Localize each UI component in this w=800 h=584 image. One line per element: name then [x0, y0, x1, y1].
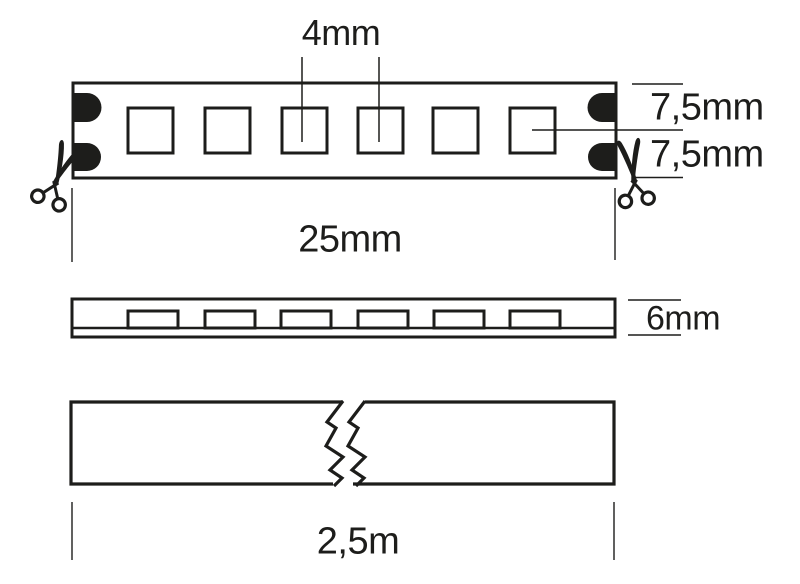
led-side-6 — [508, 309, 562, 330]
led-side-1 — [126, 309, 180, 330]
top-view — [30, 57, 683, 262]
scissors-icon-right — [617, 137, 656, 210]
label-total-length: 2,5m — [316, 520, 400, 563]
side-view — [70, 297, 681, 339]
side-view-strip-outline — [70, 297, 617, 339]
led-chip-5 — [431, 106, 480, 155]
led-chip-4 — [356, 106, 405, 155]
solder-pad-right-bottom — [588, 143, 615, 171]
label-led-spacing: 4mm — [301, 12, 381, 53]
break-zigzag-right — [345, 400, 368, 488]
led-side-2 — [203, 309, 257, 330]
led-chip-3 — [280, 106, 329, 155]
scissors-icon-left — [30, 140, 82, 213]
led-chip-2 — [203, 106, 252, 155]
led-side-3 — [279, 309, 333, 330]
length-strip-right — [353, 400, 616, 486]
led-side-4 — [356, 309, 410, 330]
label-cut-length: 25mm — [298, 218, 402, 261]
break-zigzag-left — [323, 400, 346, 488]
led-side-5 — [432, 309, 486, 330]
length-strip-left — [69, 400, 343, 486]
solder-pad-left-top — [74, 93, 102, 122]
solder-pad-left-bottom — [74, 143, 101, 171]
solder-pad-right-top — [587, 93, 615, 122]
length-view — [69, 400, 616, 560]
label-width-bottom: 7,5mm — [650, 133, 764, 176]
label-width-top: 7,5mm — [650, 86, 764, 129]
label-strip-height: 6mm — [646, 299, 721, 338]
led-chip-1 — [126, 106, 175, 155]
